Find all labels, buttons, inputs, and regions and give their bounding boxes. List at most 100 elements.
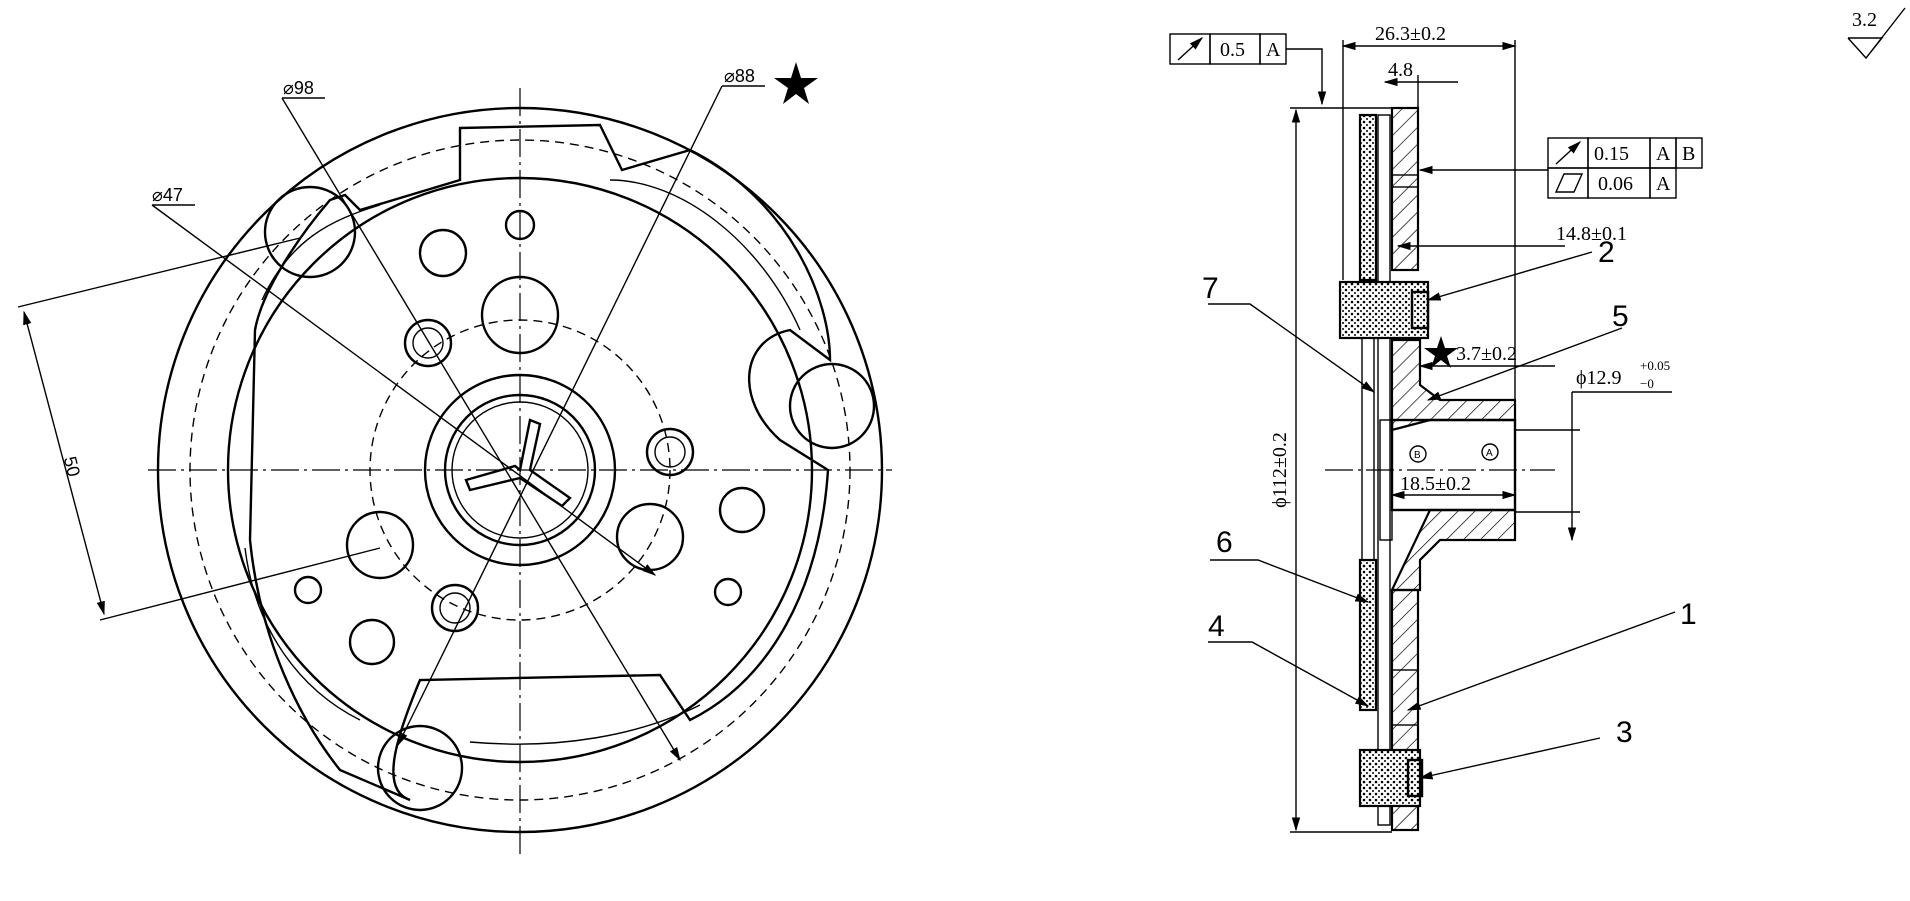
friction-plate-upper bbox=[1358, 113, 1378, 282]
fcf-flatness-value: 0.06 bbox=[1598, 173, 1633, 195]
hole-left-small bbox=[293, 575, 323, 605]
hole-right-small bbox=[713, 577, 743, 607]
outer-rim-circle bbox=[156, 106, 884, 834]
part-leaders: 1 2 3 4 5 6 7 bbox=[1202, 236, 1697, 780]
rivet-right-inner bbox=[654, 436, 686, 468]
slot-bottom bbox=[469, 704, 701, 745]
cam-plate-outline bbox=[248, 123, 832, 802]
datum-b-label: B bbox=[1414, 450, 1421, 461]
hub-middle bbox=[443, 393, 597, 547]
dim-width-label: 26.3±0.2 bbox=[1375, 23, 1446, 45]
leader-part-4 bbox=[1208, 641, 1370, 707]
hole-right bbox=[718, 486, 766, 534]
fcf-runout2-frame: 0.15 A B bbox=[1418, 137, 1703, 175]
part-label-5: 5 bbox=[1612, 300, 1629, 333]
dim-50-ext-top bbox=[17, 237, 301, 308]
hole-lower-left bbox=[348, 618, 396, 666]
dim-shaft-tol-lower: −0 bbox=[1640, 376, 1654, 391]
leader-part-5 bbox=[1426, 327, 1623, 401]
surface-roughness-symbol: 3.2 bbox=[1847, 7, 1906, 60]
rivet-right bbox=[645, 427, 695, 477]
leader-part-7 bbox=[1208, 303, 1376, 393]
rivet-upper-left bbox=[403, 318, 453, 368]
front-view: ⌀98 ⌀88 ⌀47 50 bbox=[17, 62, 892, 855]
dim-gap-label: 3.7±0.2 bbox=[1456, 343, 1517, 365]
fcf-runout2-datum1: A bbox=[1656, 143, 1671, 165]
leader-part-1 bbox=[1406, 611, 1676, 711]
hole-upper-left bbox=[418, 228, 468, 278]
rivet-upper bbox=[1338, 280, 1430, 340]
thin-plate-strip bbox=[1377, 114, 1391, 826]
cam-lobe-right bbox=[788, 362, 876, 450]
fcf-flatness-datum: A bbox=[1656, 173, 1671, 195]
dim-d47-label: ⌀47 bbox=[152, 185, 183, 205]
hole-large-upper bbox=[480, 275, 560, 355]
dim-d88-label: ⌀88 bbox=[724, 66, 755, 86]
pitch-circle-d47 bbox=[369, 319, 671, 621]
part-label-6: 6 bbox=[1216, 526, 1233, 559]
hub-flange-lower bbox=[1390, 508, 1517, 592]
fcf-runout2-value: 0.15 bbox=[1594, 143, 1629, 165]
flatness-parallelogram-icon bbox=[1554, 173, 1584, 193]
rivet-lower-left-inner bbox=[439, 592, 471, 624]
fcf-flatness-symbol-cell bbox=[1547, 167, 1589, 199]
hole-large-left bbox=[345, 510, 415, 580]
dim-50-label: 50 bbox=[60, 454, 84, 478]
part-label-7: 7 bbox=[1202, 272, 1219, 305]
slot-top bbox=[609, 179, 801, 331]
fcf-runout-leader bbox=[1286, 48, 1327, 106]
hub-inner bbox=[451, 401, 589, 539]
cam-lobe-lower-left bbox=[376, 724, 464, 812]
roughness-check-icon bbox=[1847, 7, 1906, 60]
fcf-runout-value: 0.5 bbox=[1220, 39, 1245, 61]
fcf-runout2-datum2-cell bbox=[1675, 137, 1703, 169]
rivet-upper-head bbox=[1410, 290, 1430, 330]
leader-part-6 bbox=[1210, 559, 1370, 603]
fcf-runout-datum: A bbox=[1266, 39, 1281, 61]
part-label-1: 1 bbox=[1680, 598, 1697, 631]
hub-outer bbox=[423, 373, 617, 567]
datum-a-label: A bbox=[1486, 448, 1493, 459]
fcf-runout2-datum2: B bbox=[1682, 143, 1695, 165]
slot-lower-left bbox=[244, 547, 361, 721]
datum-a-circle bbox=[1481, 443, 1499, 461]
friction-plate-core bbox=[1361, 279, 1375, 561]
dim-outer-label: ϕ112±0.2 bbox=[1269, 432, 1291, 508]
dim-d47-leader bbox=[151, 204, 657, 576]
part-label-2: 2 bbox=[1598, 236, 1615, 269]
dim-bore-label: 14.8±0.1 bbox=[1556, 223, 1627, 245]
part-label-3: 3 bbox=[1616, 716, 1633, 749]
dim-d88-leader bbox=[397, 85, 723, 747]
dim-shaft-tol-upper: +0.05 bbox=[1640, 358, 1670, 373]
critical-star-icon bbox=[774, 62, 818, 104]
runout-arrow-icon bbox=[1177, 37, 1204, 61]
part-label-4: 4 bbox=[1208, 610, 1225, 643]
hole-small-top bbox=[504, 209, 536, 241]
dim-50-ext-bottom bbox=[99, 547, 381, 621]
dim-d98-label: ⌀98 bbox=[283, 78, 314, 98]
rivet-lower-left bbox=[430, 583, 480, 633]
rim-inner-circle bbox=[226, 176, 814, 764]
roughness-value: 3.2 bbox=[1852, 9, 1877, 31]
cam-lobe-upper-left bbox=[263, 185, 357, 279]
main-plate-slot-lower bbox=[1391, 669, 1419, 726]
dim-50-line bbox=[23, 310, 105, 616]
datum-b-circle bbox=[1409, 445, 1427, 463]
fcf-flatness-datum-cell bbox=[1649, 167, 1677, 199]
dim-d98-leader bbox=[281, 97, 681, 762]
leader-part-3 bbox=[1418, 737, 1601, 780]
main-plate-slot-upper bbox=[1391, 174, 1419, 188]
hub-bore bbox=[1390, 418, 1517, 512]
dim-hub-label: 18.5±0.2 bbox=[1400, 473, 1471, 495]
gap-critical-star-icon bbox=[1424, 336, 1458, 368]
leader-part-2 bbox=[1426, 251, 1593, 301]
rivet-upper-left-inner bbox=[412, 327, 444, 359]
hub-inner-plate bbox=[1379, 419, 1393, 541]
friction-plate-lower bbox=[1358, 558, 1378, 712]
fcf-runout-frame: 0.5 A bbox=[1169, 33, 1327, 106]
slot-upper-left bbox=[261, 204, 381, 301]
runout2-arrow-icon bbox=[1555, 141, 1582, 165]
dim-thickness-label: 4.8 bbox=[1388, 59, 1413, 81]
dim-shaft-label: ϕ12.9 bbox=[1576, 367, 1622, 389]
